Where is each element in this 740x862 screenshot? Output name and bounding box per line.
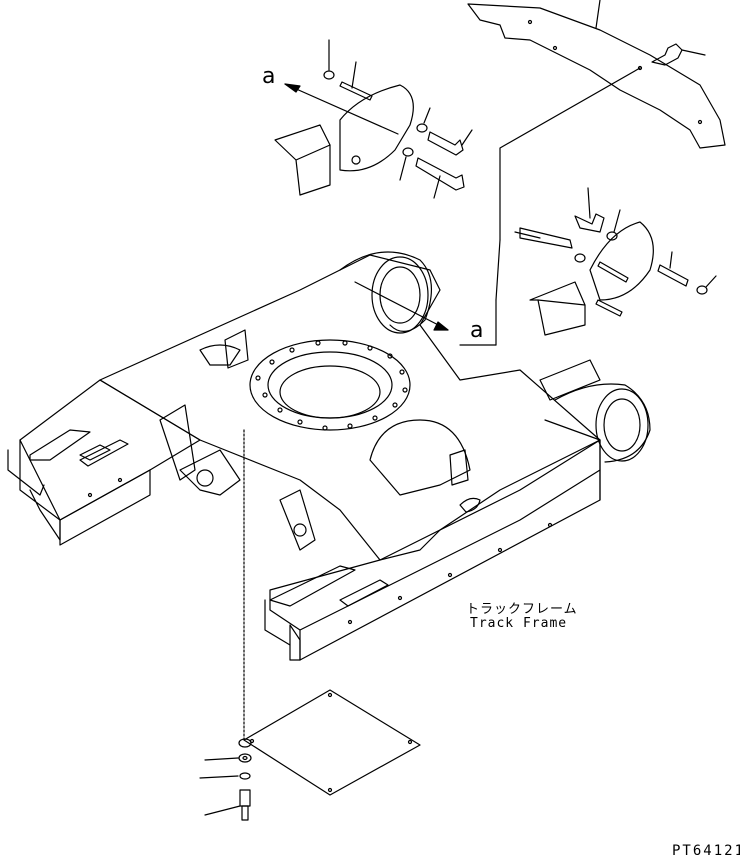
top-cover-plate	[467, 0, 726, 149]
left-bracket-assembly	[274, 39, 473, 199]
frame-name-english: Track Frame	[470, 616, 568, 631]
label-a-top: a	[262, 64, 276, 89]
under-cover	[243, 429, 421, 796]
under-cover-fasteners	[199, 738, 252, 821]
drawing-number: PT64121	[672, 843, 740, 859]
label-a-mid: a	[470, 318, 484, 343]
frame-name-japanese: トラックフレーム	[466, 602, 578, 617]
right-bracket-assembly	[514, 187, 717, 336]
cover-bolt	[651, 43, 706, 66]
track-frame-body	[7, 251, 651, 661]
